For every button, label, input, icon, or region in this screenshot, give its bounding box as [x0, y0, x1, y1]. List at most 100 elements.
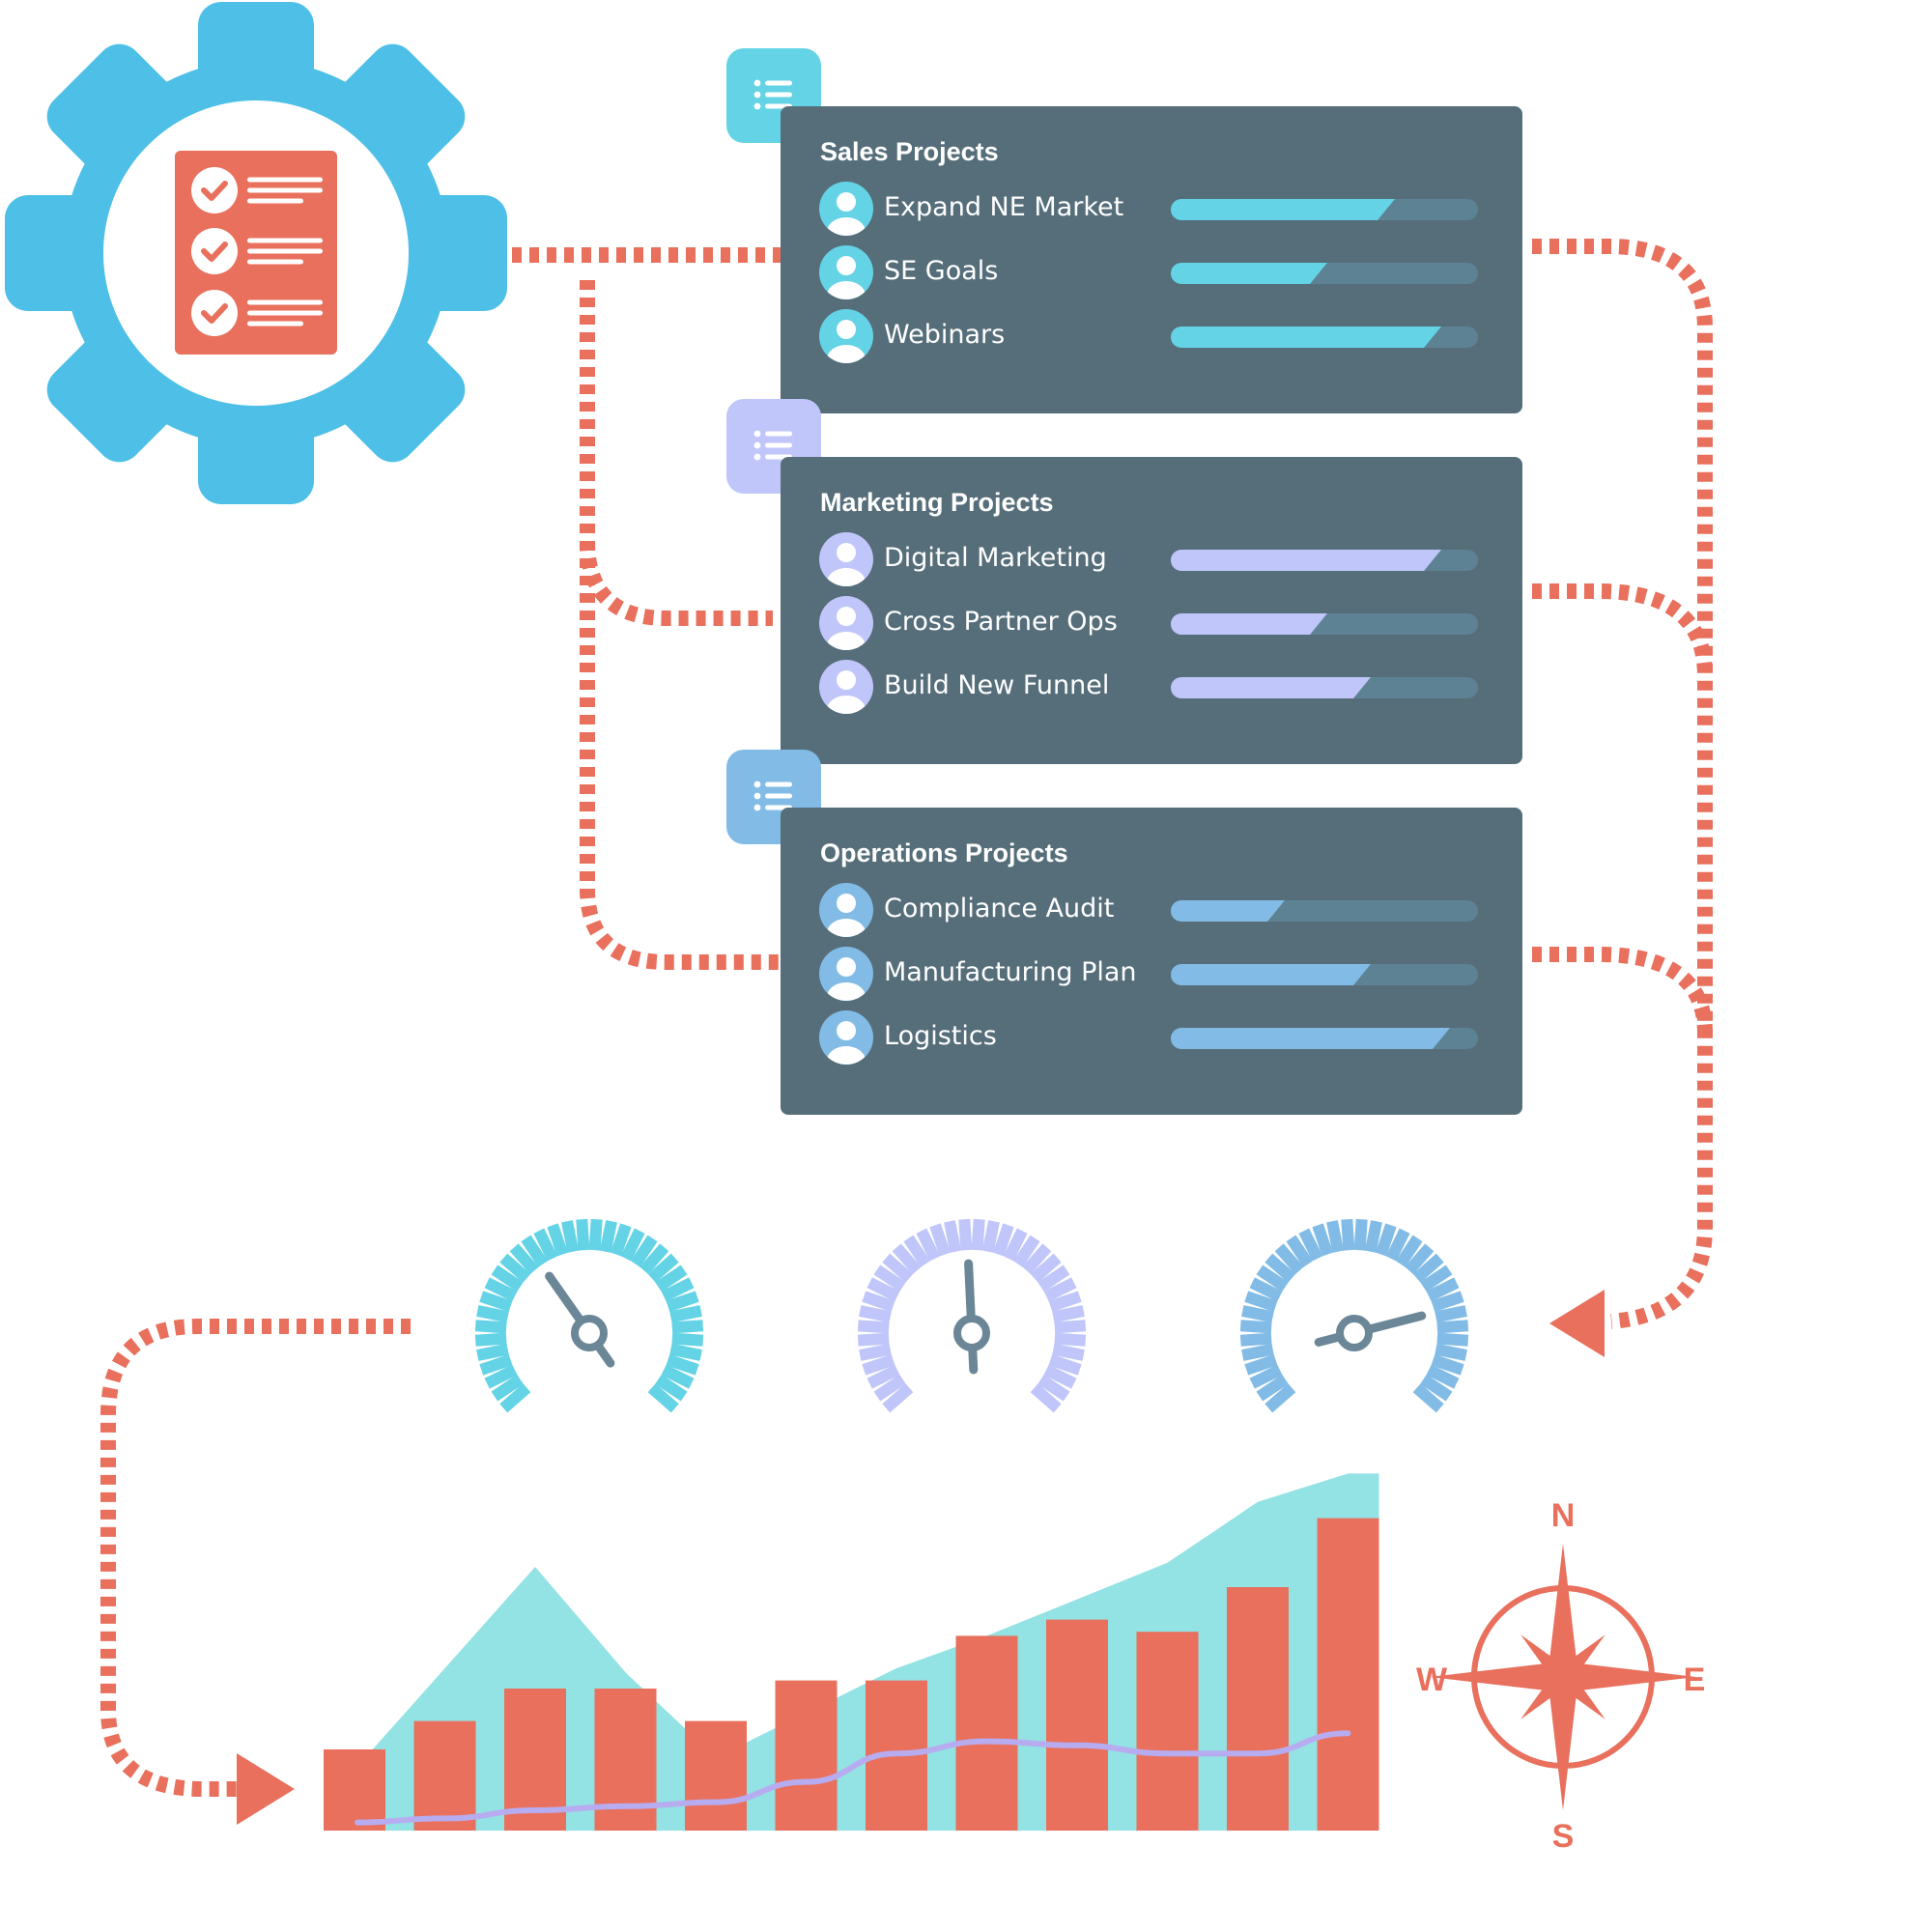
gauge-tick [1431, 1353, 1464, 1376]
connector-arrows [237, 1290, 1605, 1825]
check-icon [201, 181, 228, 201]
user-avatar-icon [819, 947, 873, 1001]
progress-bar [1171, 613, 1478, 635]
gauge-tick [1326, 1220, 1345, 1253]
checklist-row [191, 290, 323, 336]
gauge-tick [873, 1264, 906, 1293]
gauge-tick [1286, 1235, 1314, 1267]
gauge-tick [666, 1353, 699, 1376]
gauge-tick [929, 1223, 952, 1257]
project-label: Build New Funnel [884, 670, 1110, 700]
gauges [474, 1218, 1469, 1413]
user-avatar-icon [819, 532, 873, 586]
gauge-tick [873, 1374, 906, 1402]
gauge-tick [1012, 1235, 1040, 1267]
gauge-tick [1385, 1228, 1410, 1262]
gauge-tick [1048, 1291, 1082, 1313]
gauge-tick [647, 1253, 679, 1283]
gauge-tick [1244, 1291, 1278, 1313]
gauge-tick [491, 1264, 524, 1293]
gauge-tick [1054, 1332, 1087, 1347]
project-row[interactable]: Webinars [819, 309, 1495, 367]
project-row[interactable]: Logistics [819, 1010, 1495, 1068]
gauge-tick [916, 1228, 941, 1262]
gauge-tick [1003, 1228, 1028, 1262]
progress-fill [1171, 263, 1327, 284]
progress-bar [1171, 199, 1478, 220]
chart-bar [1227, 1587, 1289, 1831]
gauge-tick [882, 1383, 914, 1413]
gauge-tick [1312, 1223, 1334, 1257]
gauge-tick [661, 1277, 695, 1302]
project-row[interactable]: SE Goals [819, 245, 1495, 303]
gauge-tick [958, 1218, 973, 1251]
gauge-tick [1030, 1253, 1062, 1283]
gauge-tick [484, 1364, 518, 1389]
gauge-tick [882, 1253, 914, 1283]
line-right-rail [1532, 239, 1713, 1329]
progress-fill [1171, 677, 1371, 698]
gauge-tick [1375, 1223, 1397, 1257]
gauge-tick [620, 1228, 645, 1262]
project-row[interactable]: Expand NE Market [819, 182, 1495, 240]
gauge-tick [479, 1353, 513, 1376]
gauge-tick [474, 1320, 507, 1334]
project-label: Expand NE Market [884, 192, 1124, 222]
user-avatar-icon [819, 596, 873, 650]
chart-bar [1046, 1619, 1108, 1831]
gauge-tick [476, 1305, 509, 1323]
gauge-tick [1239, 1332, 1272, 1347]
gauge-tick [1274, 1243, 1304, 1275]
gauge-tick [655, 1374, 688, 1402]
project-row[interactable]: Build New Funnel [819, 660, 1495, 718]
arrow-right-icon [237, 1753, 295, 1825]
chart-bar [775, 1680, 838, 1831]
gauge-tick [867, 1364, 900, 1389]
chart-bar [955, 1635, 1018, 1831]
project-row[interactable]: Digital Marketing [819, 532, 1495, 590]
project-row[interactable]: Compliance Audit [819, 883, 1495, 941]
compass-label-s: S [1552, 1818, 1575, 1855]
gauge-tick [1298, 1228, 1323, 1262]
gauge-tick [671, 1332, 704, 1347]
gauge-tick [1405, 1243, 1435, 1275]
gauge-tick [1353, 1218, 1368, 1251]
gauge-tick [971, 1218, 985, 1251]
user-avatar-icon [819, 883, 873, 937]
gauge-tick [1426, 1364, 1460, 1389]
bar-chart [324, 1473, 1379, 1831]
project-row[interactable]: Manufacturing Plan [819, 947, 1495, 1005]
gauge-tick [479, 1291, 513, 1313]
gauge-tick [499, 1383, 531, 1413]
gauge-tick [859, 1305, 892, 1323]
chart-bar [685, 1720, 747, 1831]
line-to-chart [100, 1319, 411, 1797]
gauge-operations [1239, 1218, 1469, 1413]
user-avatar-icon [819, 182, 873, 236]
gauge-tick [1420, 1264, 1453, 1293]
gauge-tick [476, 1343, 509, 1361]
gauge-tick [1054, 1320, 1087, 1334]
chart-bar [1317, 1518, 1379, 1831]
gauge-tick [1435, 1343, 1467, 1361]
progress-bar [1171, 327, 1478, 348]
progress-bar [1171, 263, 1478, 284]
gauge-tick [1249, 1277, 1283, 1302]
chart-bar [413, 1720, 476, 1831]
gauge-tick [1037, 1264, 1070, 1293]
gauge-tick [561, 1220, 580, 1253]
gauge-tick [944, 1220, 962, 1253]
line-marketing-right [1532, 583, 1713, 677]
gauge-tick [1256, 1264, 1289, 1293]
gauge-hub [1336, 1315, 1373, 1351]
project-row[interactable]: Cross Partner Ops [819, 596, 1495, 654]
gauge-hub [571, 1315, 608, 1351]
dashed-connectors [100, 239, 1713, 1797]
gauge-tick [1043, 1277, 1077, 1302]
gauge-tick [857, 1320, 890, 1334]
gauge-tick [484, 1277, 518, 1302]
